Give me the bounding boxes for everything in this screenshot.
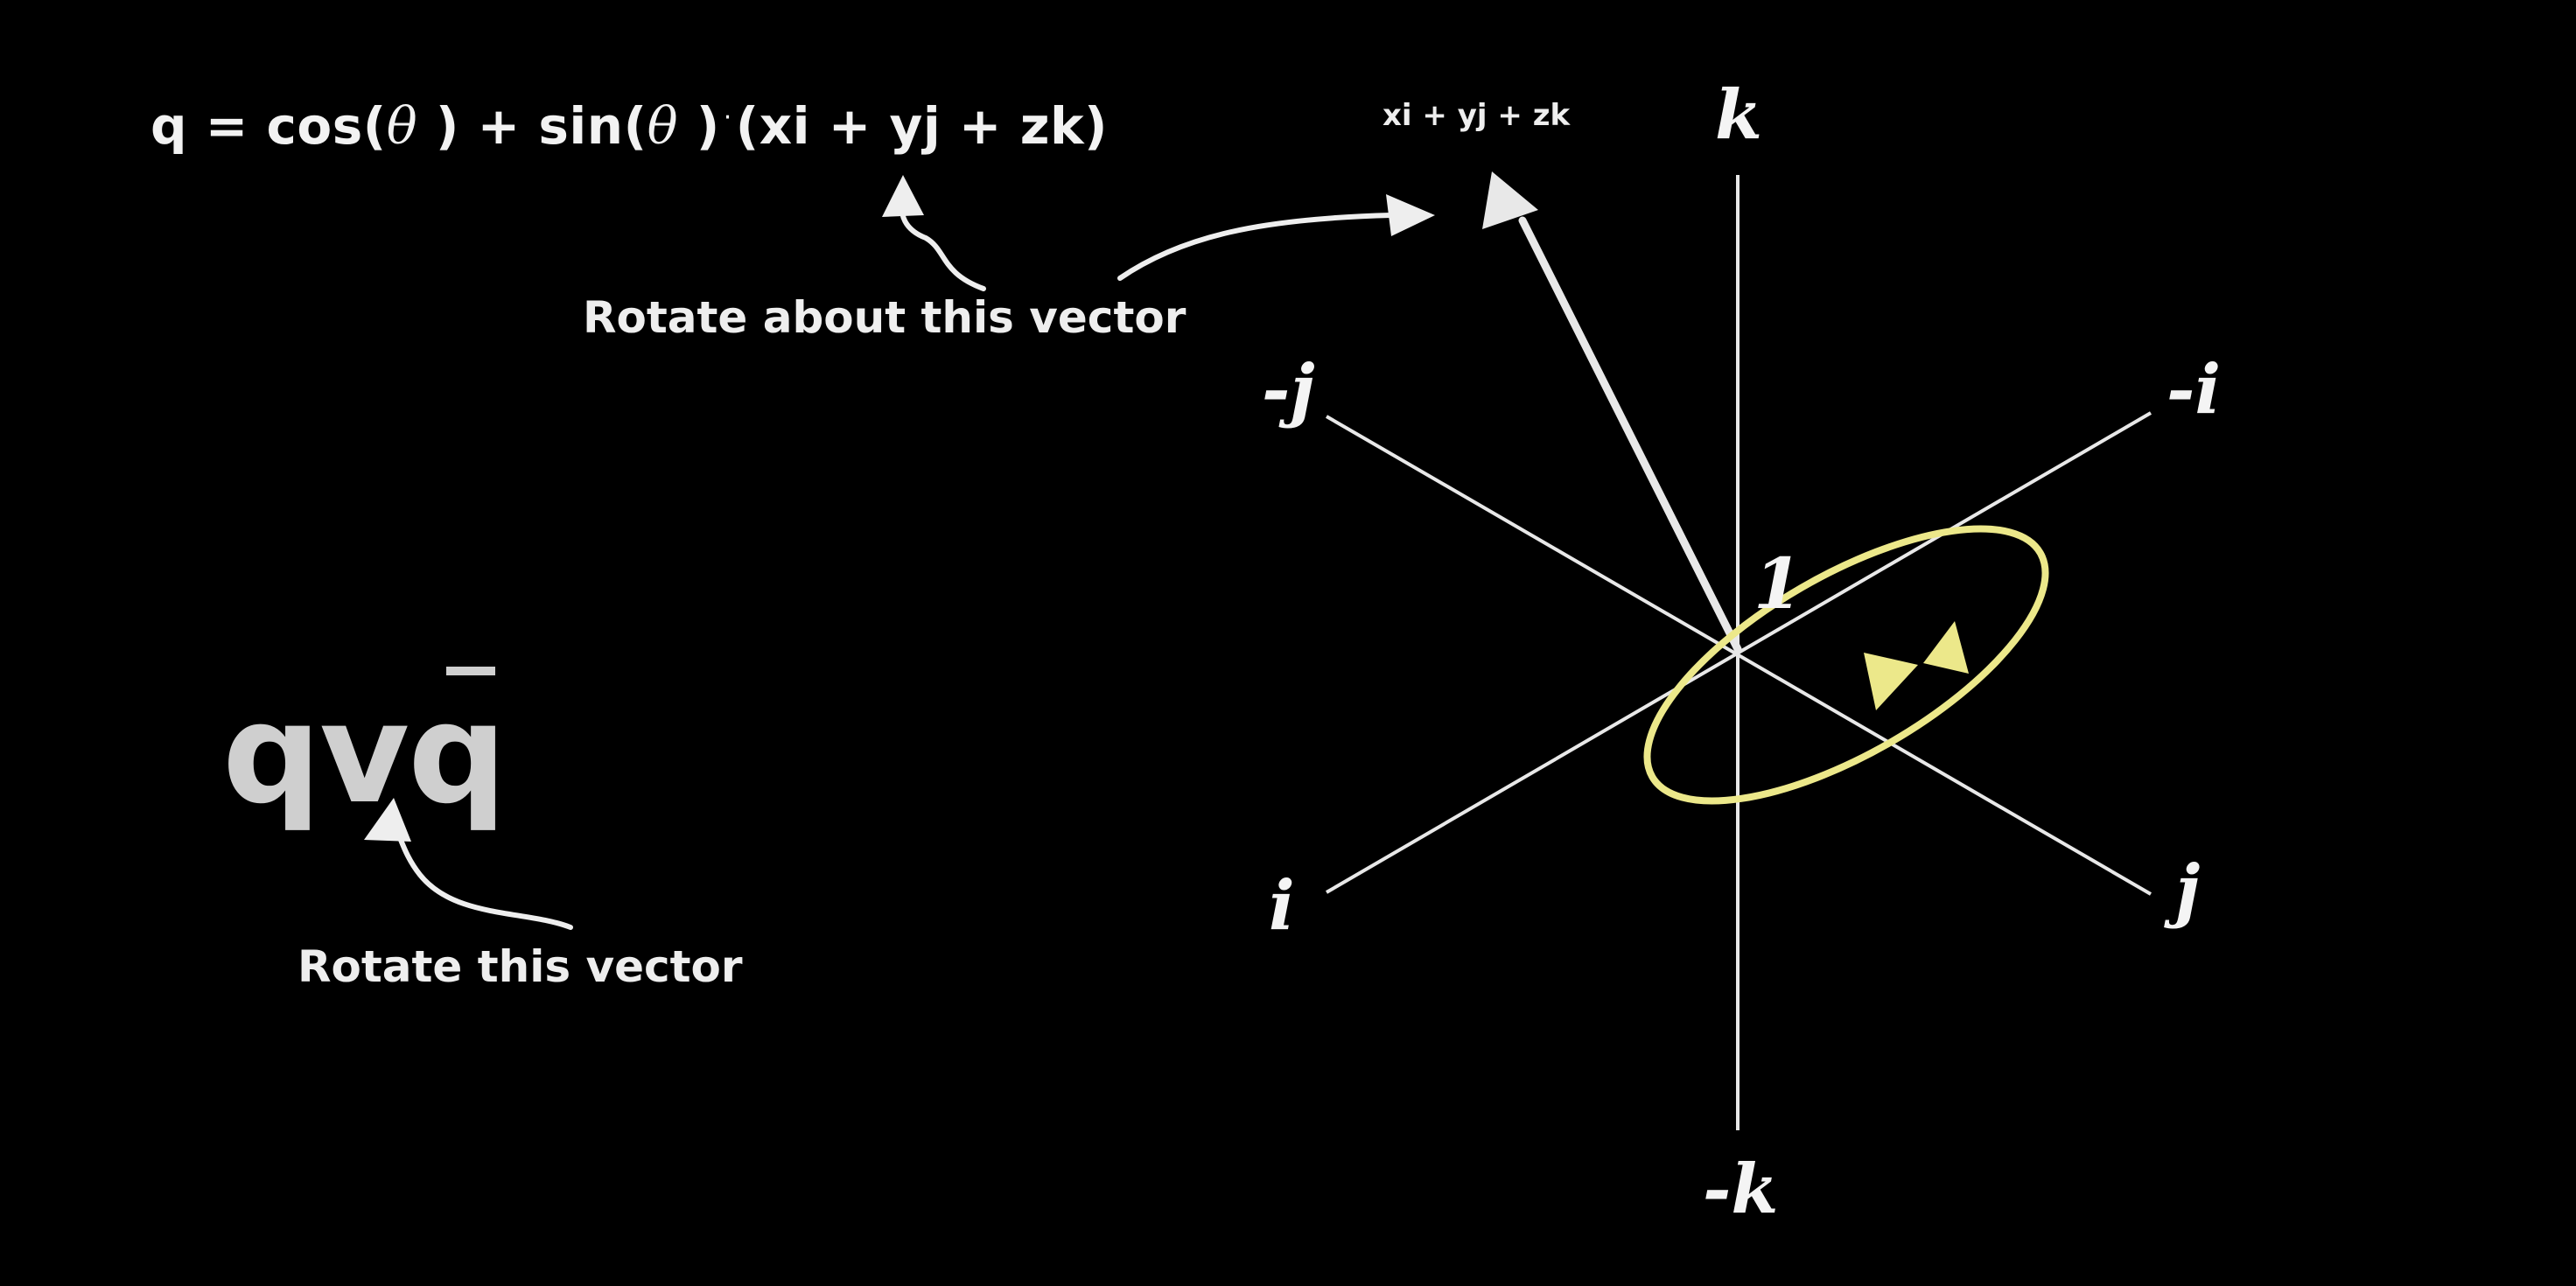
formula-vector: (xi + yj + zk) xyxy=(735,96,1109,156)
rotation-axis-vector xyxy=(1518,216,1742,653)
rotation-direction-arrow-2 xyxy=(1864,653,1918,710)
formula-dot: · xyxy=(723,101,732,133)
axis-label-i: i xyxy=(1269,866,1295,946)
axis-label-neg-k: -k xyxy=(1703,1150,1779,1229)
axis-label-k: k xyxy=(1715,75,1763,155)
pointer-arrow-to-formula xyxy=(899,200,986,291)
axis-label-j: j xyxy=(2175,850,2201,930)
formula-lhs: q = cos( xyxy=(150,96,387,156)
pointer-arrow-to-v xyxy=(398,837,573,930)
rotation-axis-arrowhead xyxy=(1482,171,1538,229)
quaternion-formula: q = cos(θ ) + sin(θ )·(xi + yj + zk) xyxy=(150,96,1108,156)
pointer-arrowhead-v xyxy=(364,798,411,842)
origin-label-one: 1 xyxy=(1754,542,1802,625)
rotate-about-label: Rotate about this vector xyxy=(583,292,1186,343)
conjugate-bar xyxy=(446,667,495,675)
axis-label-neg-i: -i xyxy=(2166,350,2222,430)
pointer-arrowhead-formula xyxy=(882,175,924,217)
rotate-this-label: Rotate this vector xyxy=(298,941,743,992)
vector-label: xi + yj + zk xyxy=(1382,98,1571,133)
formula-mid: ) + sin( xyxy=(417,96,648,156)
axis-label-neg-j: -j xyxy=(1262,350,1315,430)
conjugation-expression: qvq xyxy=(222,674,507,835)
rotation-direction-arrow-1 xyxy=(1923,621,1969,674)
theta-symbol-1: θ xyxy=(386,96,418,156)
rotation-circle xyxy=(1643,525,2049,805)
formula-close: ) xyxy=(678,96,720,156)
pointer-arrowhead-axis xyxy=(1386,194,1435,236)
axis-j xyxy=(1325,415,2152,896)
pointer-arrow-to-axis xyxy=(1117,213,1394,281)
theta-symbol-2: θ xyxy=(647,96,678,156)
